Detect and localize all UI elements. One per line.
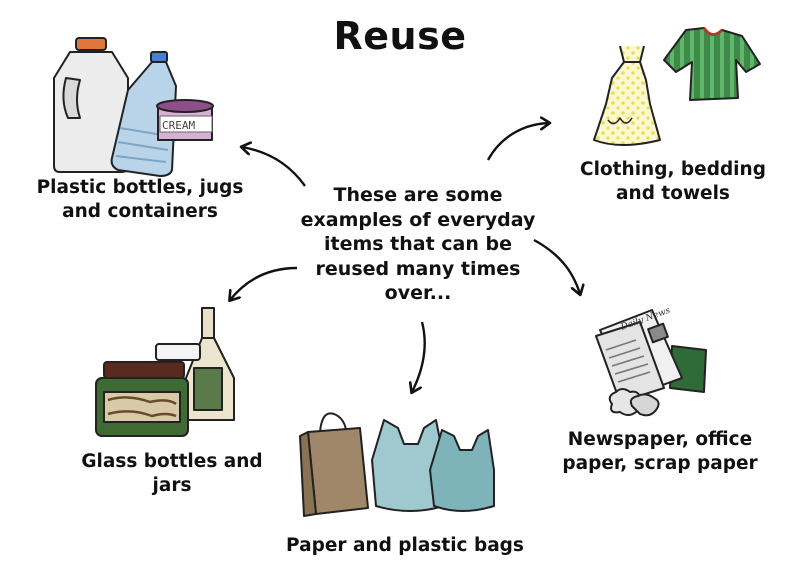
cream-jar-label: CREAM bbox=[162, 119, 195, 132]
label-glass-jars: Glass bottles and jars bbox=[81, 451, 263, 496]
arrow-to-bags bbox=[412, 321, 426, 392]
bags-icon bbox=[299, 412, 495, 517]
arrow-to-newspaper bbox=[533, 238, 580, 294]
label-plastic-containers: Plastic bottles, jugs and containers bbox=[36, 177, 244, 222]
arrow-to-clothing bbox=[486, 123, 549, 161]
arrow-to-plastic bbox=[242, 147, 306, 187]
center-caption: These are some examples of everyday item… bbox=[300, 184, 536, 304]
plastic-containers-icon bbox=[53, 37, 214, 177]
newspaper-icon bbox=[595, 309, 707, 417]
label-bags: Paper and plastic bags bbox=[286, 535, 524, 556]
diagram-title: Reuse bbox=[333, 14, 467, 58]
label-clothing: Clothing, bedding and towels bbox=[580, 159, 766, 204]
label-newspaper: Newspaper, office paper, scrap paper bbox=[562, 429, 758, 474]
clothing-icon bbox=[593, 27, 761, 146]
arrow-to-glass bbox=[230, 266, 298, 300]
glass-jars-icon bbox=[95, 307, 235, 437]
arrows bbox=[230, 123, 580, 392]
